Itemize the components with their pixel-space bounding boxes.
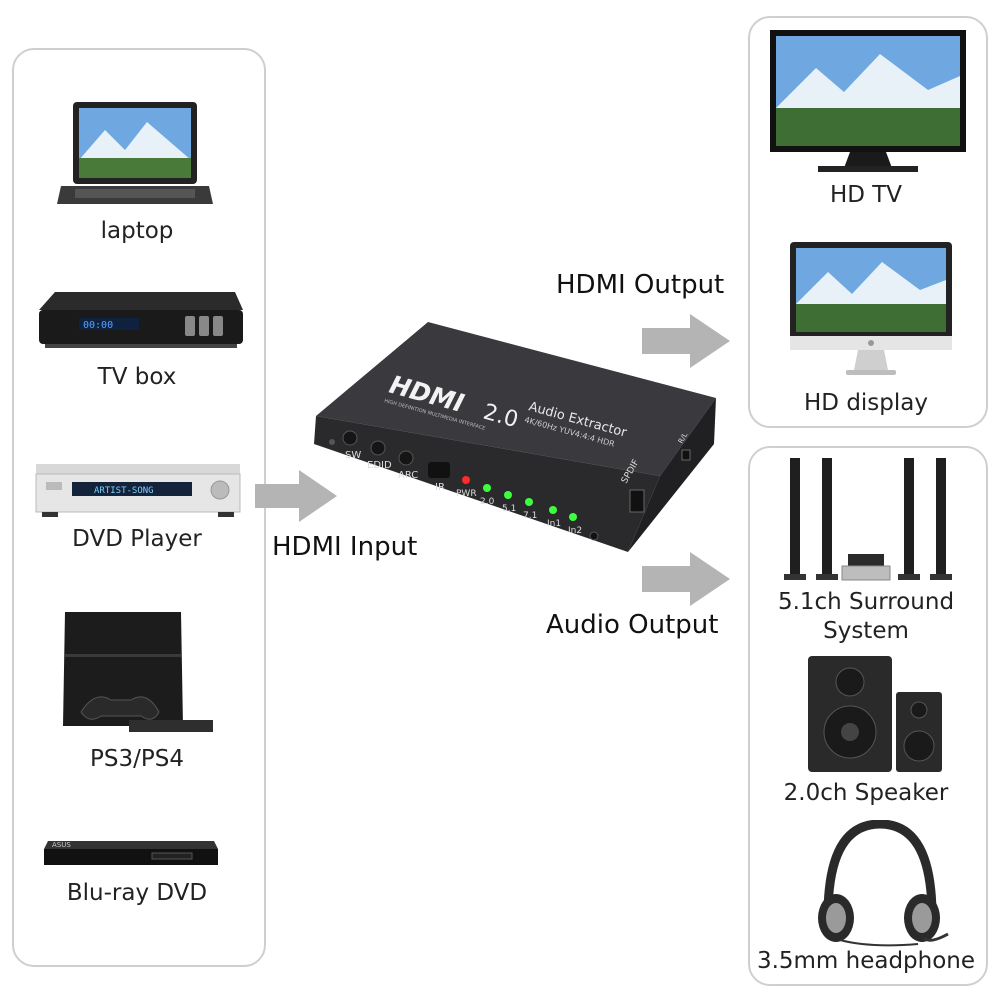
hdmi-input-label: HDMI Input bbox=[272, 532, 418, 562]
tv-box-icon: 00:00 bbox=[39, 292, 243, 348]
led-label-in2: In2 bbox=[568, 526, 582, 536]
headphone-label: 3.5mm headphone bbox=[756, 948, 976, 974]
ir-window bbox=[428, 462, 450, 478]
audio-extractor-device: HDMI 2.0 HIGH DEFINITION MULTIMEDIA INTE… bbox=[314, 322, 716, 552]
hd-tv-label: HD TV bbox=[829, 182, 903, 208]
headphone-icon bbox=[818, 820, 949, 947]
dvd-player-icon: ARTIST-SONG bbox=[35, 464, 241, 517]
laptop-label: laptop bbox=[100, 218, 174, 244]
led-2-0-icon bbox=[483, 484, 491, 492]
audio-output-label: Audio Output bbox=[546, 610, 719, 640]
led-label-2-0: 2.0 bbox=[480, 497, 495, 507]
ir-label: IR bbox=[435, 482, 445, 493]
front-pinhole bbox=[329, 439, 335, 445]
bluray-player-icon: ASUS bbox=[44, 841, 218, 865]
laptop-icon bbox=[57, 102, 213, 204]
rl-port bbox=[681, 449, 691, 461]
bluray-label: Blu-ray DVD bbox=[66, 880, 208, 906]
sw-label: SW bbox=[345, 450, 361, 461]
audio-jack bbox=[589, 531, 599, 541]
led-label-in1: In1 bbox=[547, 519, 561, 529]
audio-output-arrow-icon bbox=[642, 552, 730, 606]
dvd-display-text: ARTIST-SONG bbox=[94, 486, 154, 496]
surround-label: 5.1ch Surround System bbox=[748, 588, 984, 646]
led-5-1-icon bbox=[504, 491, 512, 499]
tv-box-label: TV box bbox=[97, 364, 177, 390]
led-in2-icon bbox=[569, 513, 577, 521]
led-in1-icon bbox=[549, 506, 557, 514]
led-7-1-icon bbox=[525, 498, 533, 506]
edid-button[interactable] bbox=[370, 440, 386, 456]
speaker-label: 2.0ch Speaker bbox=[783, 780, 949, 806]
led-label-5-1: 5.1 bbox=[502, 504, 516, 514]
svg-text:00:00: 00:00 bbox=[83, 320, 113, 331]
power-led-icon bbox=[462, 476, 470, 484]
playstation-icon bbox=[63, 612, 213, 732]
hd-display-label: HD display bbox=[804, 390, 928, 416]
led-label-7-1: 7.1 bbox=[523, 511, 537, 521]
arc-label: ARC bbox=[398, 470, 418, 481]
surround-label-line2: System bbox=[823, 618, 909, 644]
sw-button[interactable] bbox=[342, 430, 358, 446]
playstation-label: PS3/PS4 bbox=[90, 746, 184, 772]
hdmi-input-arrow-icon bbox=[255, 470, 337, 522]
hdmi-output-label: HDMI Output bbox=[556, 270, 725, 300]
led-label-pwr: PWR bbox=[456, 489, 477, 499]
hdmi-output-arrow-icon bbox=[642, 314, 730, 368]
edid-label: EDID bbox=[367, 460, 392, 471]
bluray-brand-text: ASUS bbox=[52, 841, 71, 849]
hd-tv-icon bbox=[770, 30, 966, 172]
dvd-player-label: DVD Player bbox=[72, 526, 202, 552]
spdif-port bbox=[629, 489, 645, 513]
surround-system-icon bbox=[784, 458, 952, 581]
arc-button[interactable] bbox=[398, 450, 414, 466]
speaker-icon bbox=[808, 656, 942, 772]
hd-display-icon bbox=[790, 242, 952, 375]
surround-label-line1: 5.1ch Surround bbox=[777, 589, 955, 615]
